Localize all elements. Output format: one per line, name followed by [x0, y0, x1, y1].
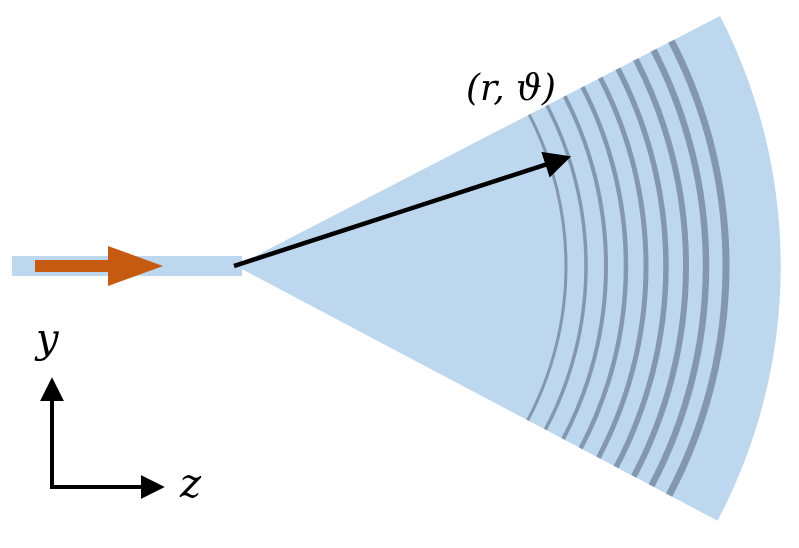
axis-indicator: y z — [34, 316, 202, 507]
grating-lines — [526, 39, 730, 497]
coordinate-label: (r, ϑ) — [466, 68, 556, 109]
grating-line — [631, 58, 689, 478]
input-arrow — [35, 246, 163, 286]
grating-line — [596, 76, 649, 459]
y-axis-label: y — [34, 316, 60, 362]
radial-vector-arrow — [233, 151, 572, 269]
grating-line — [666, 39, 730, 497]
z-axis-label: z — [179, 461, 202, 507]
grating-line — [578, 85, 629, 450]
grating-line — [648, 48, 710, 488]
grating-line — [543, 104, 588, 431]
grating-line — [561, 95, 608, 440]
grating-line — [613, 67, 669, 469]
